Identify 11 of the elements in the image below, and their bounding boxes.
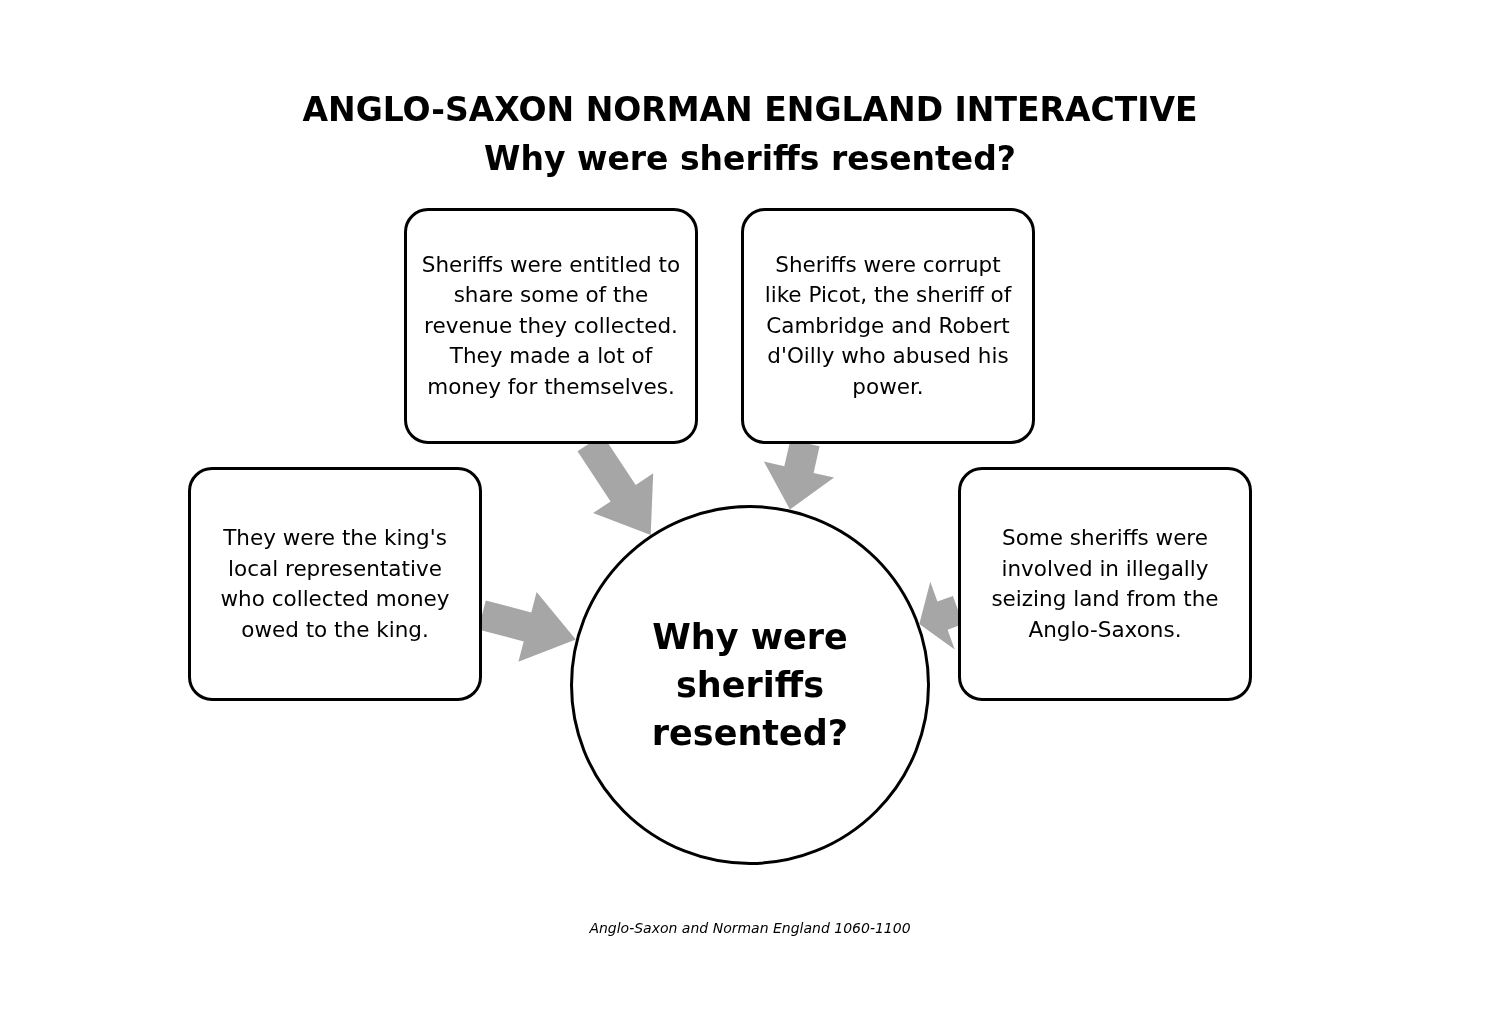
text-box [188,467,482,701]
text-box [404,208,698,444]
box-text: They were the king's local representative who collected money owed to the king. [219,524,451,644]
caption: Anglo-Saxon and Norman England 1060-1100 [588,920,912,936]
title: ANGLO-SAXON NORMAN ENGLAND INTERACTIVE Why were sheriffs resented? [301,89,1199,180]
box-text: Sheriffs were corrupt like Picot, the sheriff of Cambridge and Robert d'Oilly who abused his power. [763,250,1013,401]
text-box [741,208,1035,444]
question-text: Why were sheriffs resented? [650,616,850,755]
box-text: Some sheriffs were involved in illegally seizing land from the Anglo-Saxons. [990,524,1220,644]
box-text: Sheriffs were entitled to share some of the revenue they collected. They made a lot of money for themselves. [421,250,681,401]
text-box [958,467,1252,701]
